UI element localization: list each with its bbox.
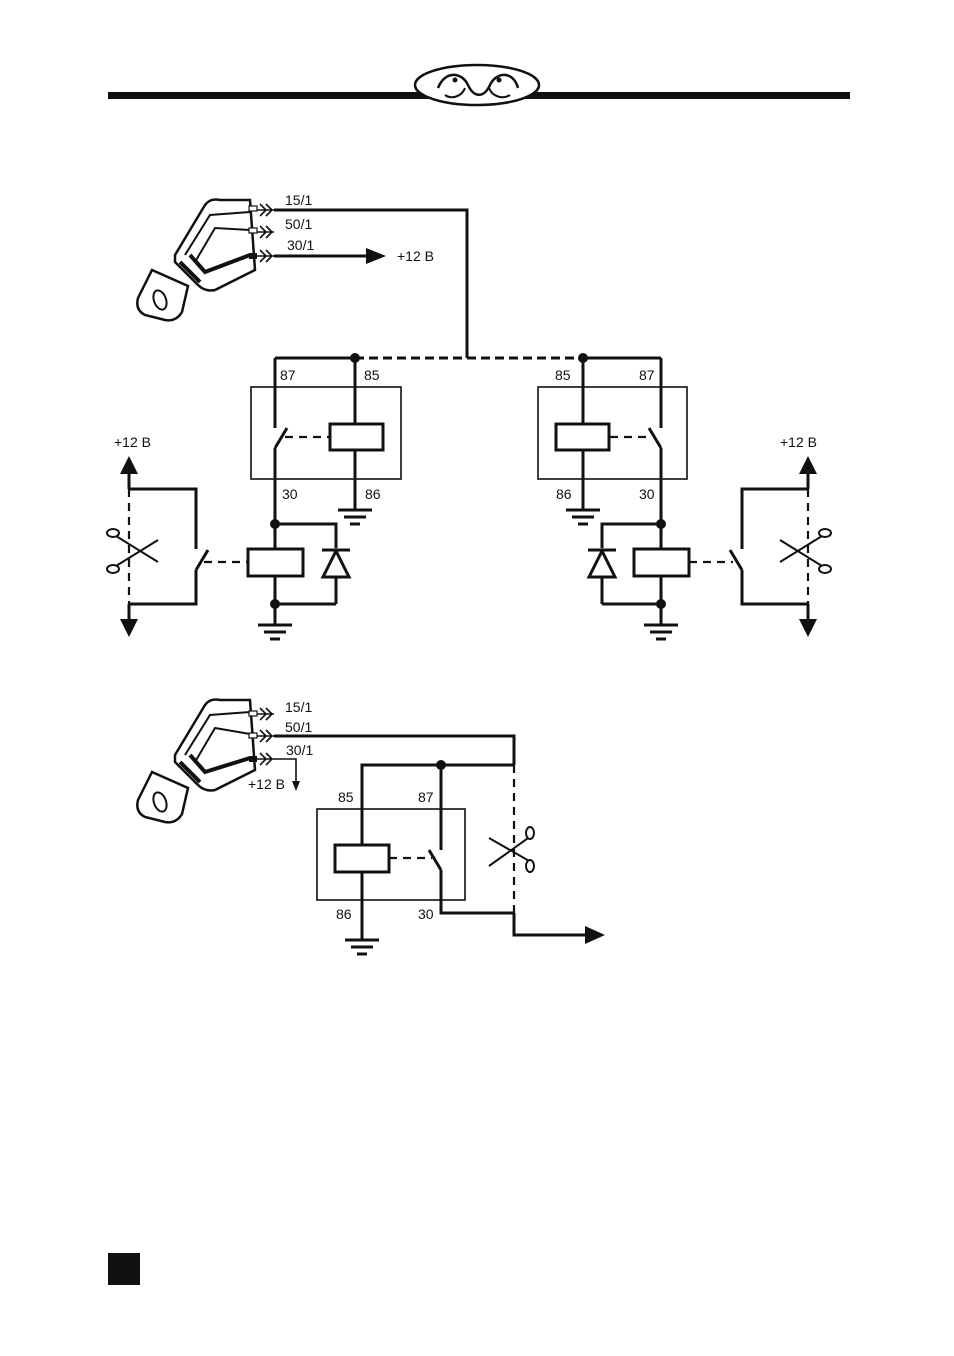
scissors-icon [489,827,534,872]
terminal-50-label: 50/1 [285,719,312,735]
pin-30-label: 30 [282,486,298,502]
arrow-up-icon [120,456,138,474]
ignition-switch-bottom: 15/1 50/1 30/1 +12 B [137,699,514,822]
relay-coil [634,549,689,576]
relay-left: 87 85 30 86 [251,358,401,524]
pin-87-label: 87 [639,367,655,383]
relay-bottom: 85 87 86 30 [317,760,605,954]
ignition-key-icon [137,200,255,321]
pin-87-label: 87 [418,789,434,805]
relay-coil [248,549,303,576]
pin-86-label: 86 [556,486,572,502]
ignition-key-icon [137,700,255,823]
ground-icon [258,625,292,639]
terminal-30-label: 30/1 [287,237,314,253]
terminal-30-label: 30/1 [286,742,313,758]
ground-icon [345,940,379,954]
terminal-15-label: 15/1 [285,699,312,715]
page-marker [108,1253,140,1285]
relay-right: 85 87 86 30 [538,358,687,524]
pin-87-label: 87 [280,367,296,383]
relay-coil [556,424,609,450]
pin-85-label: 85 [555,367,571,383]
arrow-up-icon [799,456,817,474]
pin-85-label: 85 [364,367,380,383]
supply-label-left: +12 B [114,434,151,450]
pin-30-label: 30 [639,486,655,502]
header-ornament [108,65,850,105]
right-switch-circuit: +12 B [588,434,831,639]
arrow-right-icon [366,248,386,264]
terminal-50-label: 50/1 [285,216,312,232]
ground-icon [566,510,600,524]
arrow-down-icon [799,619,817,637]
terminal-15-label: 15/1 [285,192,312,208]
left-switch-circuit: +12 B [107,434,350,639]
pin-85-label: 85 [338,789,354,805]
supply-label-right: +12 B [780,434,817,450]
scissors-icon [780,529,831,573]
pin-30-label: 30 [418,906,434,922]
arrow-down-icon [120,619,138,637]
ground-icon [644,625,678,639]
relay-coil [330,424,383,450]
diode-icon [588,550,616,604]
wire-15-top [274,210,467,358]
scissors-icon [107,529,158,573]
relay-coil [335,845,389,872]
pin-86-label: 86 [336,906,352,922]
arrow-down-icon [292,781,300,791]
supply-label-top: +12 B [397,248,434,264]
pin-86-label: 86 [365,486,381,502]
supply-label-bottom: +12 B [248,776,285,792]
ignition-switch-top: 15/1 50/1 30/1 +12 B [137,192,467,358]
ground-icon [338,510,372,524]
diode-icon [322,550,350,604]
arrow-right-icon [585,926,605,944]
